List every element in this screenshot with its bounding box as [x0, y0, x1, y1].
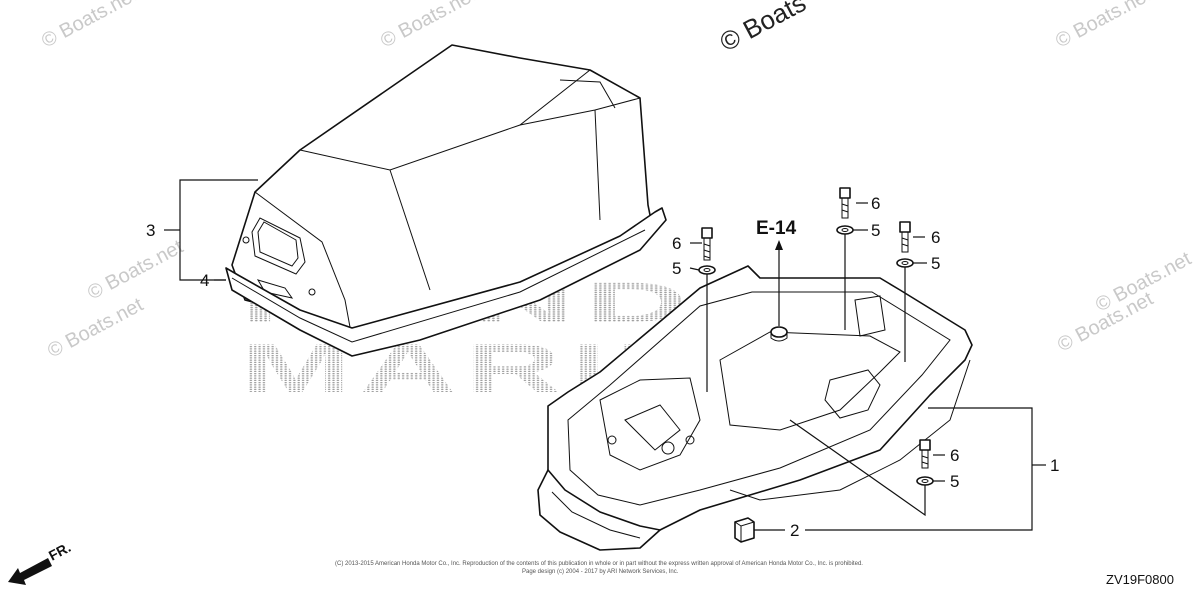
footer-copyright: (C) 2013-2015 American Honda Motor Co., …: [335, 561, 863, 567]
callout-2[interactable]: 2: [790, 521, 799, 540]
callout-5-lower[interactable]: 5: [950, 472, 959, 491]
callout-5-left[interactable]: 5: [672, 259, 681, 278]
callout-6-top[interactable]: 6: [871, 194, 880, 213]
callout-6-right[interactable]: 6: [931, 228, 940, 247]
callout-4[interactable]: 4: [200, 271, 209, 290]
bolt-washer-left[interactable]: [698, 227, 716, 275]
front-label: FR.: [46, 539, 73, 564]
footer-page-design: Page design (c) 2004 - 2017 by ARI Netwo…: [522, 569, 679, 575]
seal-gasket-part[interactable]: [225, 207, 667, 357]
watermark-top-center: © Boats.net: [377, 0, 480, 52]
bolt-washer-right[interactable]: [896, 221, 914, 268]
bolt-washer-top[interactable]: [836, 187, 854, 235]
watermark-top-left: © Boats.net: [38, 0, 141, 52]
callout-6-lower[interactable]: 6: [950, 446, 959, 465]
plug-part[interactable]: [734, 517, 755, 543]
diagram-code: ZV19F0800: [1106, 572, 1174, 587]
lower-case-part[interactable]: [537, 265, 973, 551]
watermark-mid-left: © Boats.net: [44, 294, 147, 363]
callout-5-top[interactable]: 5: [871, 221, 880, 240]
callout-5-right[interactable]: 5: [931, 254, 940, 273]
callout-6-left[interactable]: 6: [672, 234, 681, 253]
callout-1[interactable]: 1: [1050, 456, 1059, 475]
front-direction-indicator: FR.: [8, 539, 73, 585]
leader-lines: [164, 179, 1046, 531]
watermark-top-right: © Boats.net: [1052, 0, 1155, 52]
reference-e14[interactable]: E-14: [756, 218, 797, 239]
front-arrow-icon: [8, 558, 52, 585]
grommet-part[interactable]: [770, 326, 788, 342]
bolt-washer-lower[interactable]: [916, 439, 934, 486]
callout-3[interactable]: 3: [146, 221, 155, 240]
watermark-prominent: © Boats: [715, 0, 811, 57]
engine-cover-part[interactable]: [231, 44, 656, 339]
